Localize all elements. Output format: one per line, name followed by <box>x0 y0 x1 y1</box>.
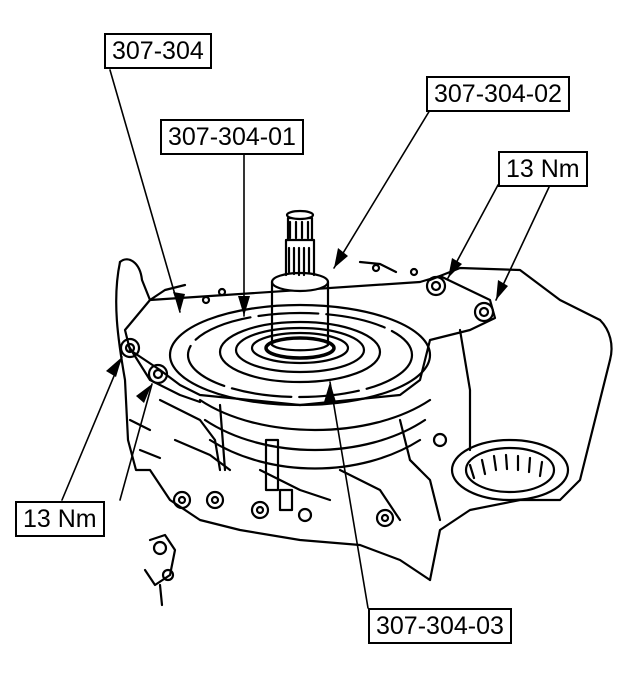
leader-arrowheads <box>106 248 508 403</box>
shaft-tool <box>270 209 330 352</box>
callout-307-304: 307-304 <box>104 33 212 69</box>
adapter-plate <box>119 274 497 407</box>
callout-307-304-03: 307-304-03 <box>368 608 512 644</box>
leader-lines <box>61 69 551 609</box>
callout-torque-top: 13 Nm <box>498 151 588 187</box>
callout-307-304-01: 307-304-01 <box>160 119 304 155</box>
tool-rings <box>168 303 432 407</box>
callout-307-304-02: 307-304-02 <box>426 76 570 112</box>
callout-torque-bottom: 13 Nm <box>15 501 105 537</box>
